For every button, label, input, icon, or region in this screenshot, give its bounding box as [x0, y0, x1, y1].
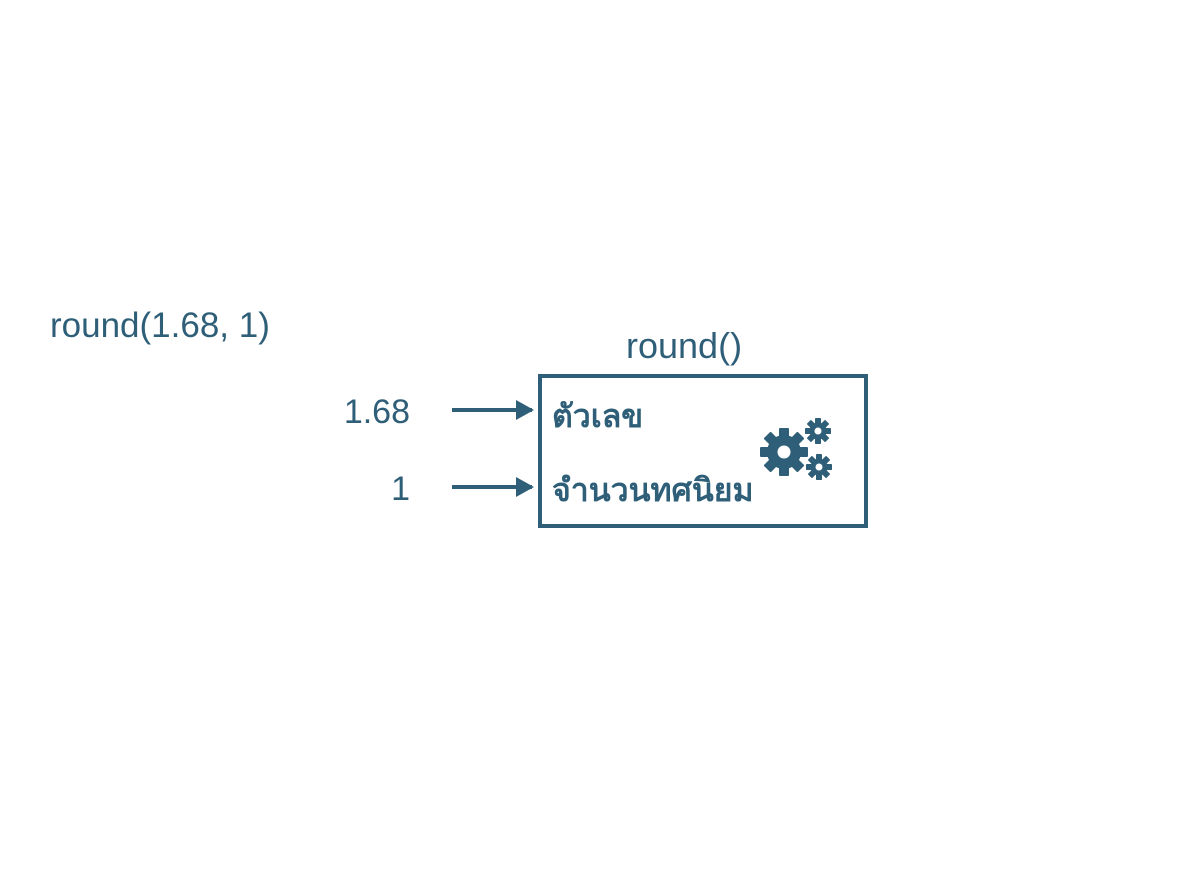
argument-value-decimals: 1 — [391, 470, 410, 508]
argument-value-number: 1.68 — [343, 393, 410, 431]
function-box — [538, 374, 868, 528]
gears-icon — [760, 418, 832, 480]
arrow-number-input — [452, 400, 534, 420]
code-expression: round(1.68, 1) — [50, 306, 270, 345]
arrow-decimals-input — [452, 477, 534, 497]
param-label-decimals: จำนวนทศนิยม — [552, 471, 754, 509]
param-label-number: ตัวเลข — [552, 397, 644, 435]
function-title: round() — [626, 325, 743, 366]
